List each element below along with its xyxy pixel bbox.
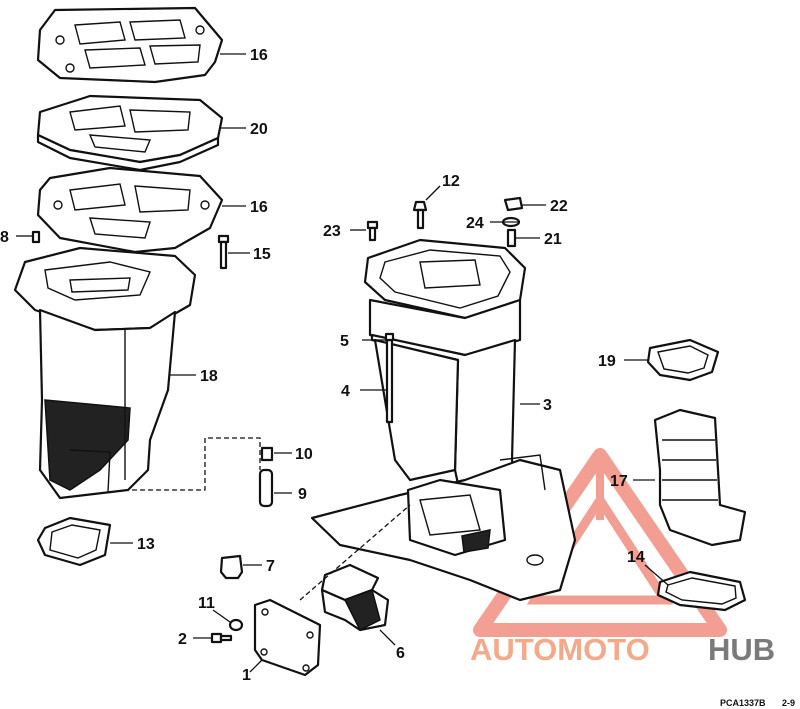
adapter-plate-20	[36, 94, 224, 172]
washer-11	[228, 618, 244, 632]
callout-3: 3	[543, 397, 552, 414]
gasket-16-lower	[36, 166, 224, 254]
watermark-text: AUTOMOTO HUB	[470, 632, 775, 667]
tube-9	[258, 468, 274, 508]
pin-8	[31, 230, 41, 244]
exhaust-tube-17	[653, 408, 747, 547]
leader-lines	[16, 53, 669, 673]
cover-1	[253, 598, 322, 677]
caption-code: PCA1337B	[720, 698, 766, 708]
bolt-12	[412, 200, 428, 230]
callout-22: 22	[550, 198, 568, 215]
gasket-13	[36, 516, 112, 567]
spring-21	[506, 228, 517, 248]
callout-15: 15	[253, 246, 271, 263]
callout-14: 14	[627, 549, 645, 566]
gasket-16-top	[36, 6, 224, 84]
screw-23	[366, 220, 379, 242]
callout-6: 6	[396, 645, 405, 662]
callout-19: 19	[598, 353, 616, 370]
callout-12: 12	[442, 173, 460, 190]
callout-5: 5	[340, 333, 349, 350]
callout-11: 11	[198, 595, 215, 612]
callout-4: 4	[341, 383, 350, 400]
grommet-10	[260, 446, 274, 462]
cover-align-line	[299, 504, 411, 601]
midsection-housing-3	[310, 238, 577, 602]
rod-4	[385, 338, 394, 424]
callout-16-lower: 16	[250, 199, 268, 216]
caption-suffix: 2-9	[782, 698, 795, 708]
callout-labels: 16 20 16 15 8 18 13 10 9 7 5 4 3 12 23 2…	[0, 47, 645, 684]
callout-18: 18	[200, 368, 218, 385]
callout-20: 20	[250, 121, 268, 138]
hose-route	[132, 437, 261, 491]
gasket-19	[646, 338, 720, 382]
callout-17: 17	[610, 473, 628, 490]
callout-16-top: 16	[250, 47, 268, 64]
watermark-part1: AUTOMOTO	[470, 632, 650, 667]
callout-8: 8	[0, 229, 9, 246]
mount-6	[320, 563, 390, 632]
callout-21: 21	[544, 231, 562, 248]
nut-22	[503, 196, 524, 212]
watermark-part2: HUB	[708, 632, 775, 667]
callout-1: 1	[242, 667, 251, 684]
callout-23: 23	[323, 223, 341, 240]
bolt-15	[217, 234, 230, 270]
screw-5	[384, 332, 395, 342]
exhaust-housing-18	[13, 246, 197, 500]
callout-2: 2	[178, 631, 187, 648]
figure-caption: PCA1337B 2-9	[720, 698, 795, 708]
screw-2	[210, 632, 233, 644]
gasket-14	[656, 570, 747, 612]
callout-9: 9	[298, 486, 307, 503]
cap-7	[219, 554, 244, 580]
callout-24: 24	[466, 215, 484, 232]
callout-13: 13	[137, 536, 155, 553]
callout-10: 10	[295, 446, 313, 463]
callout-7: 7	[266, 558, 275, 575]
